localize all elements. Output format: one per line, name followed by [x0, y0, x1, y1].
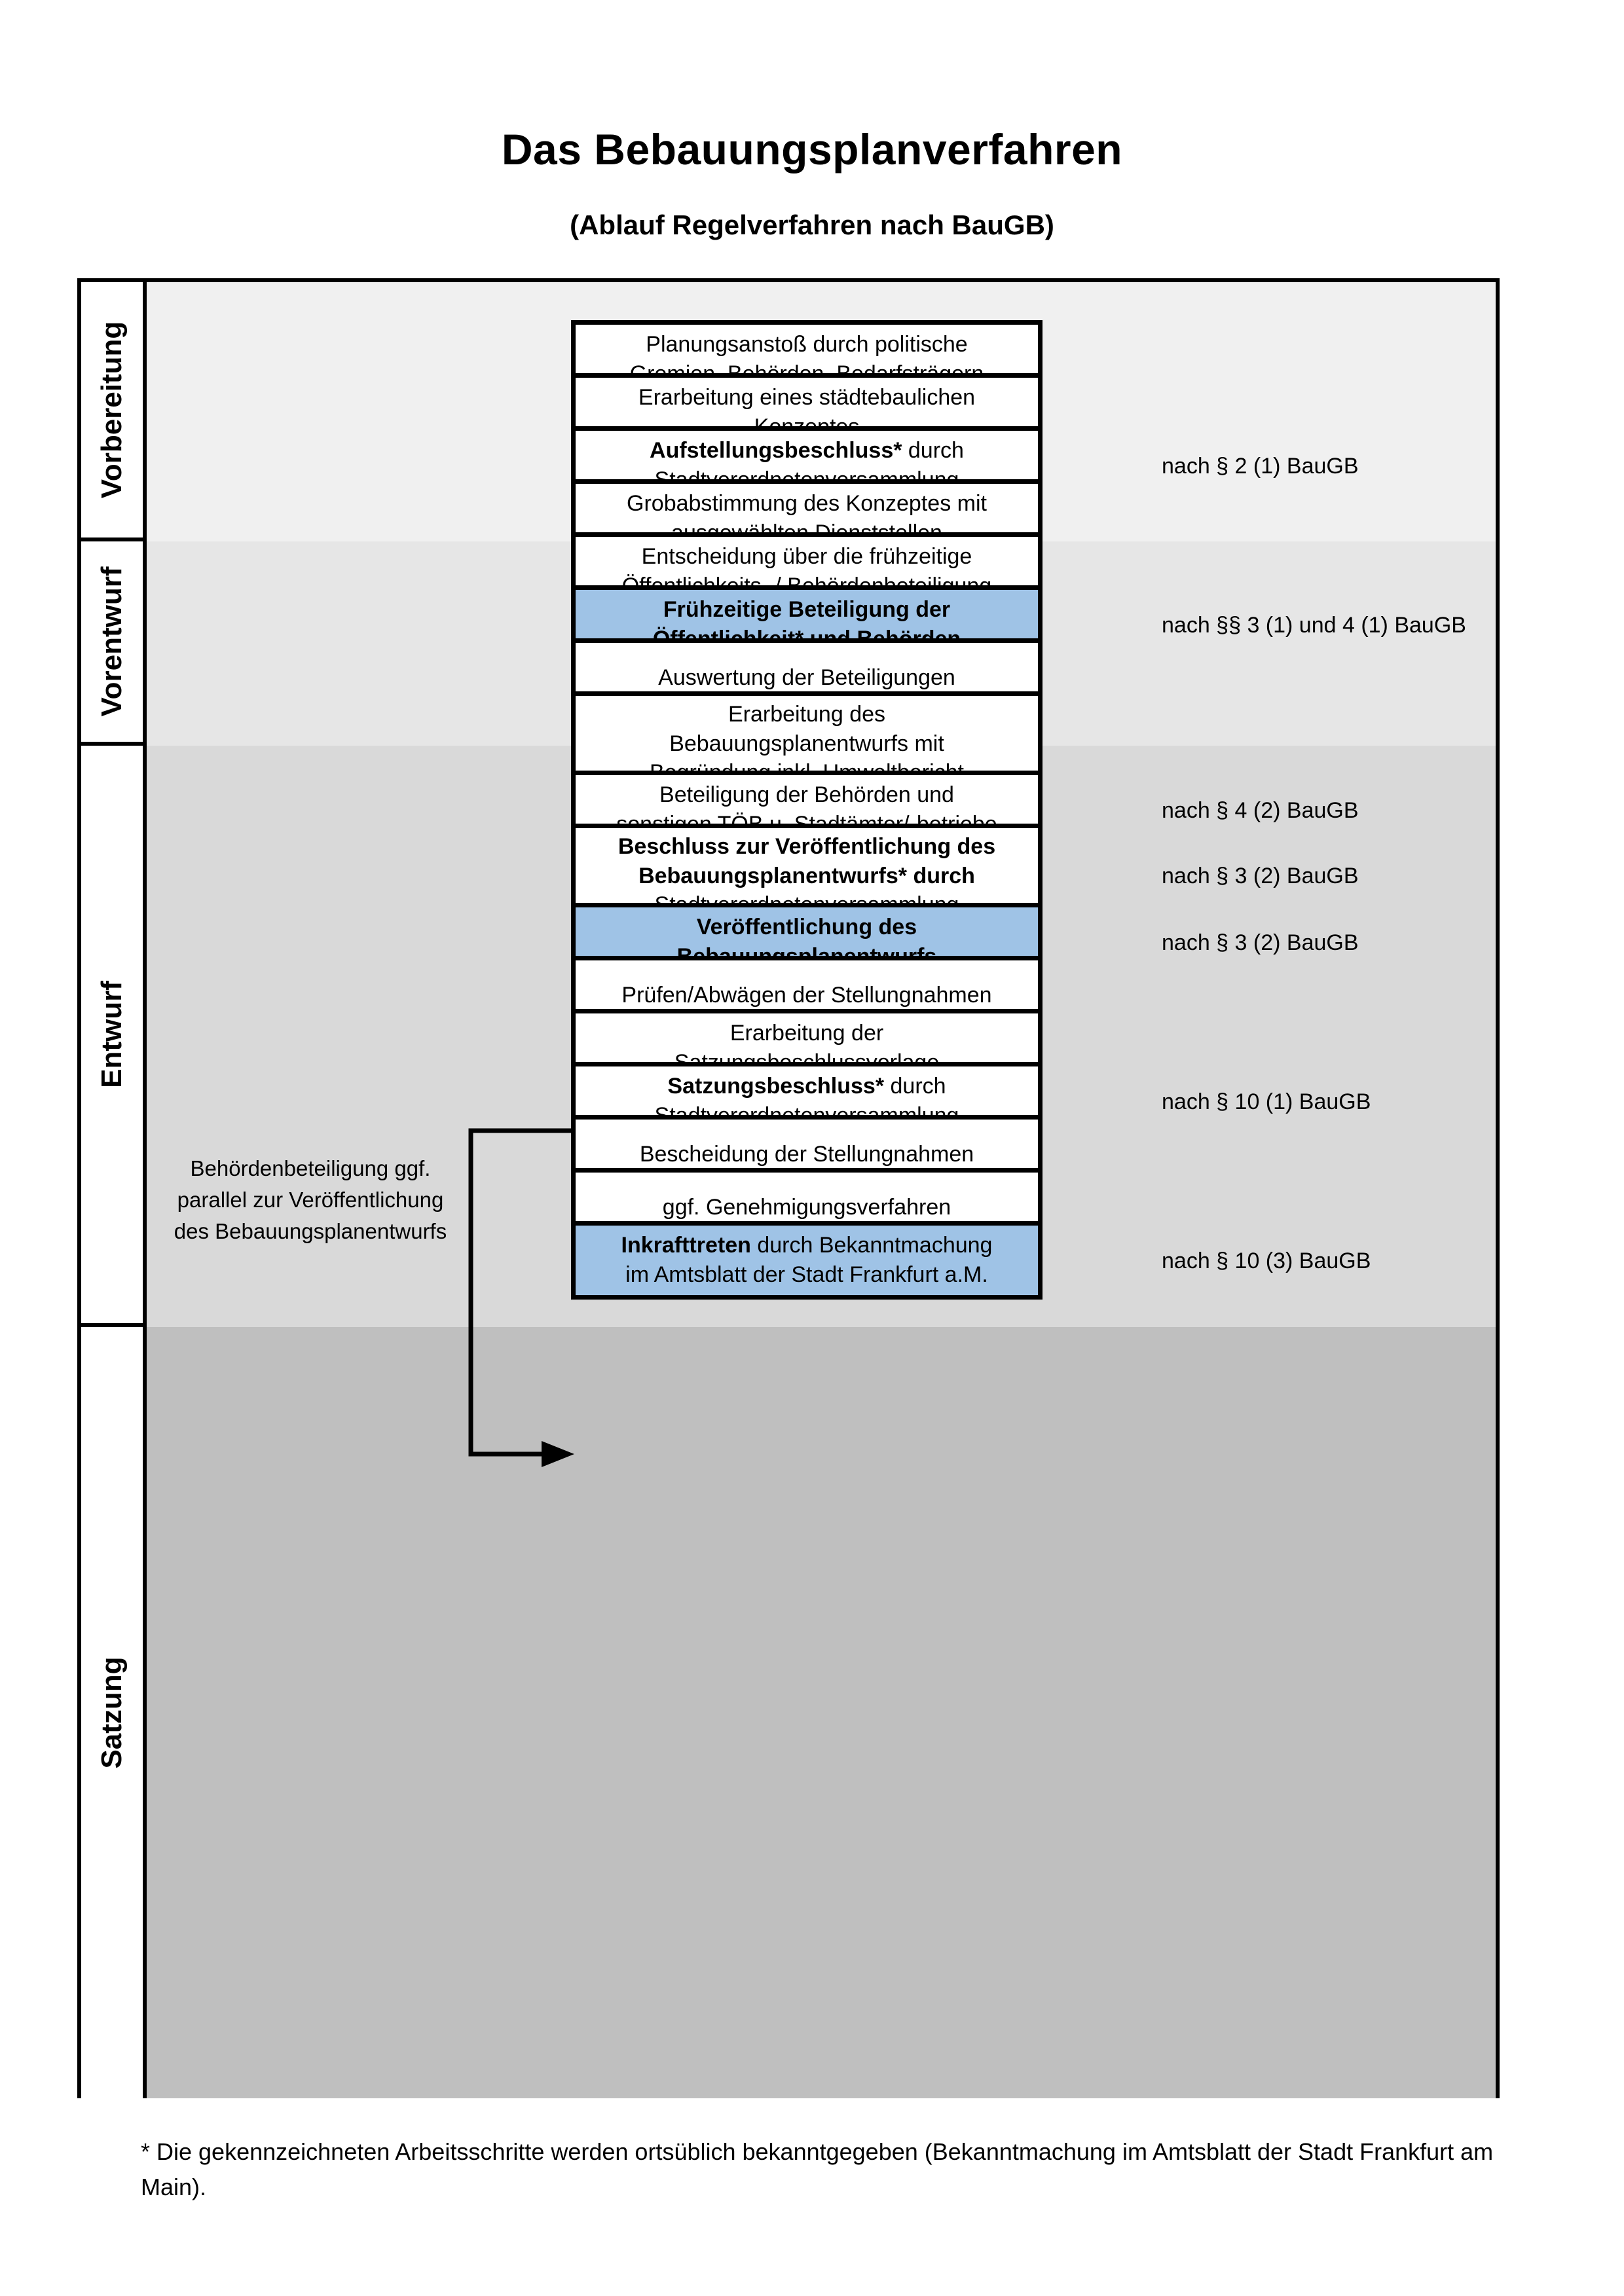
node-line: Beteiligung der Behörden und	[659, 782, 954, 808]
phase-cell-vorbereitung: Vorbereitung	[81, 282, 143, 541]
page-title: Das Bebauungsplanverfahren	[501, 125, 1123, 173]
node-line: Auswertung der Beteiligungen	[658, 665, 955, 690]
law-reference-n17: nach § 10 (3) BauGB	[1162, 1248, 1371, 1273]
node-line: Veröffentlichung des	[696, 915, 917, 940]
node-line-bold: Aufstellungsbeschluss*	[650, 438, 902, 464]
bypass-connector	[468, 1128, 574, 1467]
node-line: Aufstellungsbeschluss* durch	[650, 438, 964, 464]
node-line-bold: Inkrafttreten	[621, 1233, 751, 1258]
node-line: Inkrafttreten durch Bekanntmachung	[621, 1233, 993, 1258]
flow-node-inkrafttreten[interactable]: Inkrafttreten durch Bekanntmachung im Am…	[571, 1221, 1043, 1300]
law-reference-n10: nach § 3 (2) BauGB	[1162, 864, 1359, 888]
phase-cell-entwurf: Entwurf	[81, 746, 143, 1327]
phase-label-vorentwurf: Vorentwurf	[96, 566, 128, 717]
node-line: Grobabstimmung des Konzeptes mit	[627, 491, 987, 517]
node-line: Planungsanstoß durch politische	[646, 332, 968, 357]
node-line-bold: Satzungsbeschluss*	[667, 1074, 885, 1099]
phase-label-entwurf: Entwurf	[96, 981, 128, 1088]
node-line: Bebauungsplanentwurfs* durch	[618, 862, 995, 891]
node-line-bold: Beschluss zur Veröffentlichung des	[618, 833, 996, 859]
page-subtitle: (Ablauf Regelverfahren nach BauGB)	[570, 210, 1054, 240]
node-line: ggf. Genehmigungsverfahren	[662, 1194, 951, 1220]
node-line: im Amtsblatt der Stadt Frankfurt a.M.	[625, 1262, 988, 1287]
phase-label-vorbereitung: Vorbereitung	[96, 321, 128, 499]
node-line: Erarbeitung der	[729, 1021, 884, 1046]
phase-column: Vorbereitung Vorentwurf Entwurf Satzung	[81, 282, 147, 2098]
node-line: Erarbeitung des	[728, 701, 886, 727]
flowchart-frame: Vorbereitung Vorentwurf Entwurf Satzung …	[77, 278, 1500, 2098]
node-line: Erarbeitung eines städtebaulichen	[638, 385, 976, 410]
phase-cell-satzung: Satzung	[81, 1327, 143, 2098]
law-reference-n6: nach §§ 3 (1) und 4 (1) BauGB	[1162, 613, 1466, 638]
node-line: Bescheidung der Stellungnahmen	[639, 1141, 974, 1167]
law-reference-n14: nach § 10 (1) BauGB	[1162, 1089, 1371, 1114]
side-note-behoerdenbeteiligung: Behördenbeteiligung ggf. parallel zur Ve…	[174, 1156, 447, 1243]
law-reference-n11: nach § 3 (2) BauGB	[1162, 930, 1359, 955]
footnote: * Die gekennzeichneten Arbeitsschritte w…	[141, 2138, 1494, 2200]
node-line: Satzungsbeschluss* durch	[667, 1074, 946, 1099]
phase-cell-vorentwurf: Vorentwurf	[81, 541, 143, 746]
law-reference-n9: nach § 4 (2) BauGB	[1162, 798, 1359, 823]
node-line: Beschluss zur Veröffentlichung des	[618, 832, 995, 862]
phase-label-satzung: Satzung	[96, 1656, 128, 1769]
law-reference-n3: nach § 2 (1) BauGB	[1162, 454, 1359, 479]
node-line: Prüfen/Abwägen der Stellungnahmen	[621, 982, 992, 1008]
node-line: Entscheidung über die frühzeitige	[641, 544, 972, 570]
node-line: Bebauungsplanentwurfs mit	[669, 731, 944, 756]
node-line-bold: Bebauungsplanentwurfs* durch	[638, 863, 975, 888]
node-line: Frühzeitige Beteiligung der	[663, 597, 951, 623]
band-satzung	[147, 1327, 1496, 2098]
